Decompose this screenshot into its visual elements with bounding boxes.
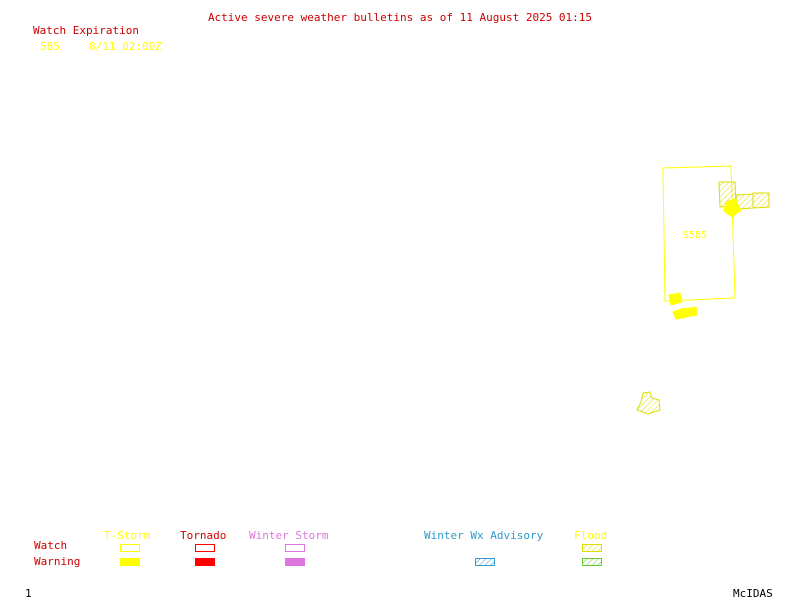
legend-label-winter-storm: Winter Storm xyxy=(249,529,329,542)
page-title: Active severe weather bulletins as of 11… xyxy=(207,11,593,24)
swatch-tstorm-warning xyxy=(120,558,140,566)
flood-area xyxy=(752,192,770,209)
brand-label: McIDAS xyxy=(733,587,773,600)
legend-row-watch: Watch xyxy=(34,539,68,552)
legend-label-flood: Flood xyxy=(574,529,608,542)
swatch-flood-watch xyxy=(582,544,602,552)
watch-expiration: 8/11 02:00Z xyxy=(89,40,162,53)
watch-polygon-label: S585 xyxy=(683,230,707,241)
swatch-winter-wx-advisory xyxy=(475,558,495,566)
swatch-tornado-warning xyxy=(195,558,215,566)
legend-label-tstorm: T-Storm xyxy=(104,529,151,542)
legend-row-warning: Warning xyxy=(34,555,81,568)
watch-polygon xyxy=(662,165,736,302)
tstorm-warning-area xyxy=(668,292,683,306)
flood-area xyxy=(636,391,661,415)
swatch-tornado-watch xyxy=(195,544,215,552)
swatch-flood-warning xyxy=(582,558,602,566)
tstorm-warning-area xyxy=(683,306,698,318)
tstorm-warning-area xyxy=(723,198,742,218)
page-number: 1 xyxy=(25,587,32,600)
swatch-winter-storm-warning xyxy=(285,558,305,566)
legend-label-tornado: Tornado xyxy=(180,529,227,542)
swatch-winter-storm-watch xyxy=(285,544,305,552)
legend-label-winter-wx-advisory: Winter Wx Advisory xyxy=(424,529,544,542)
watch-table-header: Watch Expiration xyxy=(33,24,139,37)
watch-id: 585 xyxy=(40,40,60,53)
swatch-tstorm-watch xyxy=(120,544,140,552)
